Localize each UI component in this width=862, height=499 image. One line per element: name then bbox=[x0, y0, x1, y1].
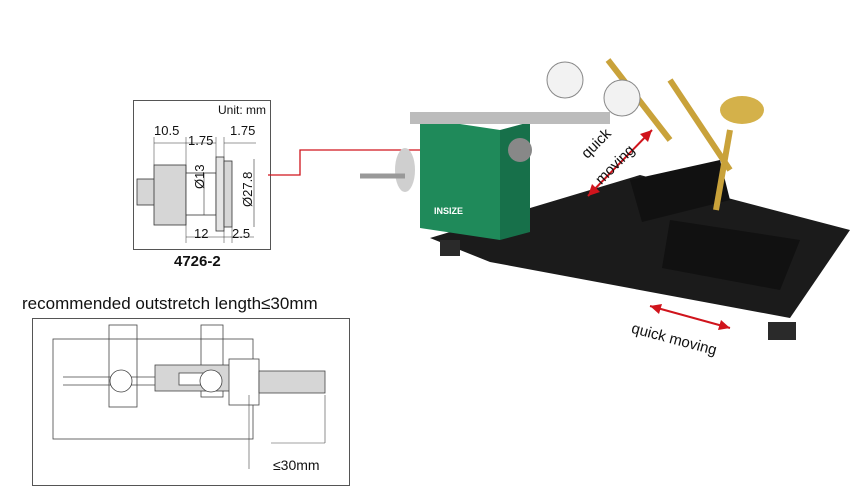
shaft-large bbox=[153, 164, 187, 226]
dial-indicator-2 bbox=[603, 79, 641, 117]
brass-arm-2 bbox=[667, 78, 733, 172]
unit-label: Unit: mm bbox=[218, 103, 266, 117]
dim-bottom-left: 12 bbox=[194, 226, 209, 241]
arrow-upper bbox=[587, 129, 653, 197]
brass-arm-3 bbox=[713, 129, 733, 211]
spindle bbox=[410, 112, 610, 124]
green-housing bbox=[420, 118, 500, 240]
stage-block-lower bbox=[662, 220, 800, 290]
model-label: 4726-2 bbox=[174, 253, 221, 270]
bushing bbox=[185, 172, 217, 216]
product-photo: INSIZE bbox=[360, 58, 850, 340]
dim-top-mid: 1.75 bbox=[188, 133, 214, 148]
foot-left bbox=[440, 240, 460, 256]
outstretch-dim-label: ≤30mm bbox=[273, 457, 320, 473]
dim-top-left: 10.5 bbox=[154, 123, 180, 138]
flange bbox=[215, 156, 225, 232]
outstretch-drawing: ≤30mm bbox=[32, 318, 350, 486]
brand-label: INSIZE bbox=[434, 206, 463, 216]
brass-knob bbox=[720, 96, 764, 124]
arrow-lower bbox=[649, 305, 731, 329]
outstretch-svg bbox=[52, 324, 326, 469]
detail-drawing: Unit: mm 10.5 1.75 1.75 Ø13 Ø27.8 12 2.5 bbox=[133, 100, 271, 250]
center-roller bbox=[508, 138, 532, 162]
dim-bottom-right: 2.5 bbox=[232, 226, 251, 241]
dim-dia-small: Ø13 bbox=[192, 164, 207, 189]
detail-drawing-svg bbox=[136, 137, 256, 243]
shaft-small bbox=[136, 178, 156, 206]
collar bbox=[223, 160, 233, 228]
foot-right bbox=[768, 322, 796, 340]
crank-wheel bbox=[395, 148, 415, 192]
dial-indicator-1 bbox=[546, 61, 584, 99]
stage-block bbox=[630, 160, 730, 222]
dim-dia-large: Ø27.8 bbox=[240, 171, 255, 207]
outstretch-heading: recommended outstretch length≤30mm bbox=[22, 294, 318, 313]
dim-top-right: 1.75 bbox=[230, 123, 256, 138]
